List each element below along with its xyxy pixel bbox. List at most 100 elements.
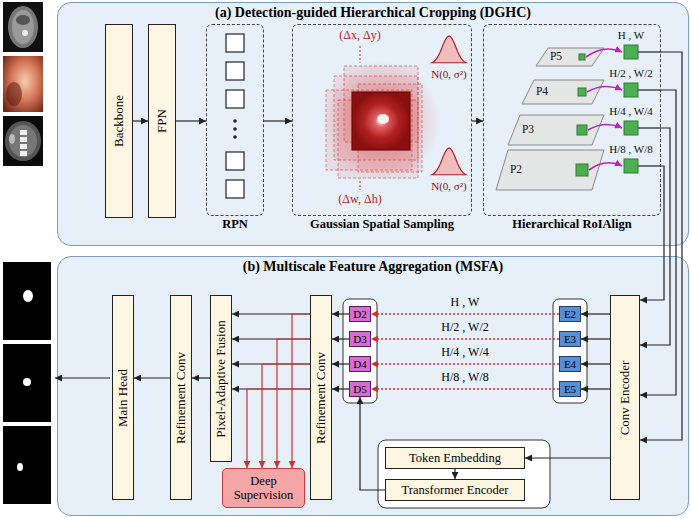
offset-leader (360, 181, 361, 190)
level-label: P5 (550, 50, 562, 62)
mask-image (3, 262, 51, 340)
flow-arrow (134, 377, 170, 378)
box-label: Deep Supervision (226, 474, 301, 503)
flow-arrow (332, 338, 349, 339)
box-label: D4 (353, 358, 366, 370)
proposal-square (226, 180, 244, 198)
box-label: Token Embedding (409, 451, 501, 466)
title-holder: Hierarchical RoIAlign (460, 217, 684, 232)
label-holder: N(0, σ²) (431, 180, 467, 193)
flow-arrow (525, 457, 610, 458)
flow-arrow (133, 120, 148, 121)
edge-label-holder: H , W (449, 296, 482, 310)
gaussian-curve (432, 36, 466, 63)
box-label: FPN (154, 109, 170, 133)
box-label: D5 (353, 383, 366, 395)
mask-blob (17, 463, 23, 471)
process-box: Main Head (112, 295, 134, 500)
size-label: H/8 , W/8 (609, 143, 653, 155)
label-holder: (Δx, Δy) (339, 29, 380, 43)
panel-region: (b) Multiscale Feature Aggregation (MSFA… (57, 256, 689, 516)
align-arrow (588, 124, 622, 130)
mask-image (3, 426, 51, 504)
feature-wire (638, 51, 661, 52)
endoscopy-lumen (6, 82, 22, 106)
box-label: Pixel-Adaptive Fusion (213, 320, 229, 437)
process-box: Refinement Conv (310, 295, 332, 500)
box-label: Conv Encoder (617, 360, 633, 435)
skip-connection (371, 338, 559, 340)
flow-arrow (472, 120, 483, 121)
roi-square (577, 125, 587, 135)
box-label: Refinement Conv (173, 351, 189, 443)
module-label: Hierarchical RoIAlign (512, 217, 632, 231)
mri-lesion (22, 30, 28, 36)
flow-arrow (192, 377, 210, 378)
flow-arrow (176, 120, 206, 121)
label-holder: P5 (550, 50, 562, 63)
flow-arrow (332, 388, 349, 389)
ct-body (5, 121, 41, 161)
flow-arrow (332, 313, 349, 314)
flow-arrow (640, 166, 664, 300)
ellipsis-dot (233, 135, 237, 139)
level-label: P4 (536, 85, 548, 97)
ellipsis-dot (233, 119, 237, 123)
offset-label: (Δw, Δh) (338, 192, 381, 206)
feature-wire (638, 127, 661, 128)
box-label: E4 (564, 358, 576, 370)
label-holder: P3 (522, 123, 534, 136)
feature-wire (638, 89, 661, 90)
ellipsis-dot (233, 127, 237, 131)
module-label: Gaussian Spatial Sampling (310, 217, 454, 231)
title-holder: Gaussian Spatial Sampling (269, 217, 495, 232)
feature-plane (522, 80, 604, 104)
flow-arrow (640, 90, 676, 395)
flow-arrow (264, 120, 292, 121)
process-box: Pixel-Adaptive Fusion (210, 295, 232, 462)
flow-arrow (640, 128, 670, 345)
flow-arrow (277, 339, 310, 468)
label-holder: P4 (536, 85, 548, 98)
distribution-label: N(0, σ²) (431, 180, 467, 192)
container-layer (58, 257, 690, 517)
scale-label: H/8 , W/8 (439, 370, 490, 384)
mri-brain (12, 10, 34, 44)
label-holder: H/4 , W/4 (609, 105, 653, 118)
skip-connection (371, 313, 559, 315)
edge-label-holder: H/8 , W/8 (439, 371, 490, 385)
ct-vertebra (20, 151, 27, 156)
label-holder: H/2 , W/2 (609, 67, 653, 80)
mri-ventricle (16, 15, 30, 25)
encoder-block: E3 (559, 331, 581, 347)
process-box: Refinement Conv (170, 295, 192, 500)
box-label: E3 (564, 333, 576, 345)
proposal-square (226, 152, 244, 170)
decoder-block: D3 (349, 331, 371, 347)
size-label: H/4 , W/4 (609, 105, 653, 117)
flow-arrow (247, 389, 310, 468)
ct-vertebra (20, 144, 27, 149)
feature-plane (496, 150, 604, 190)
title-holder: (a) Detection-guided Hierarchical Croppi… (58, 5, 688, 21)
label-holder: P2 (510, 163, 522, 176)
flow-arrow (360, 397, 385, 490)
box-label: Transformer Encoder (402, 483, 509, 498)
encoder-block: E2 (559, 306, 581, 322)
edge-label-holder: H/4 , W/4 (439, 346, 490, 360)
roi-feature (624, 121, 638, 135)
level-label: P2 (510, 163, 522, 175)
mask-image (3, 344, 51, 422)
ct-vertebra (20, 137, 27, 142)
gaussian-curve (432, 148, 466, 175)
offset-leader (360, 46, 361, 63)
title-holder: (b) Multiscale Feature Aggregation (MSFA… (58, 259, 688, 275)
proposal-square (226, 90, 244, 108)
title-holder: RPN (183, 217, 287, 232)
ct-kidney (9, 134, 15, 144)
panel-title: (a) Detection-guided Hierarchical Croppi… (215, 5, 531, 20)
scale-label: H , W (449, 295, 482, 309)
output-arrow (55, 377, 110, 378)
flow-arrow (581, 388, 610, 389)
